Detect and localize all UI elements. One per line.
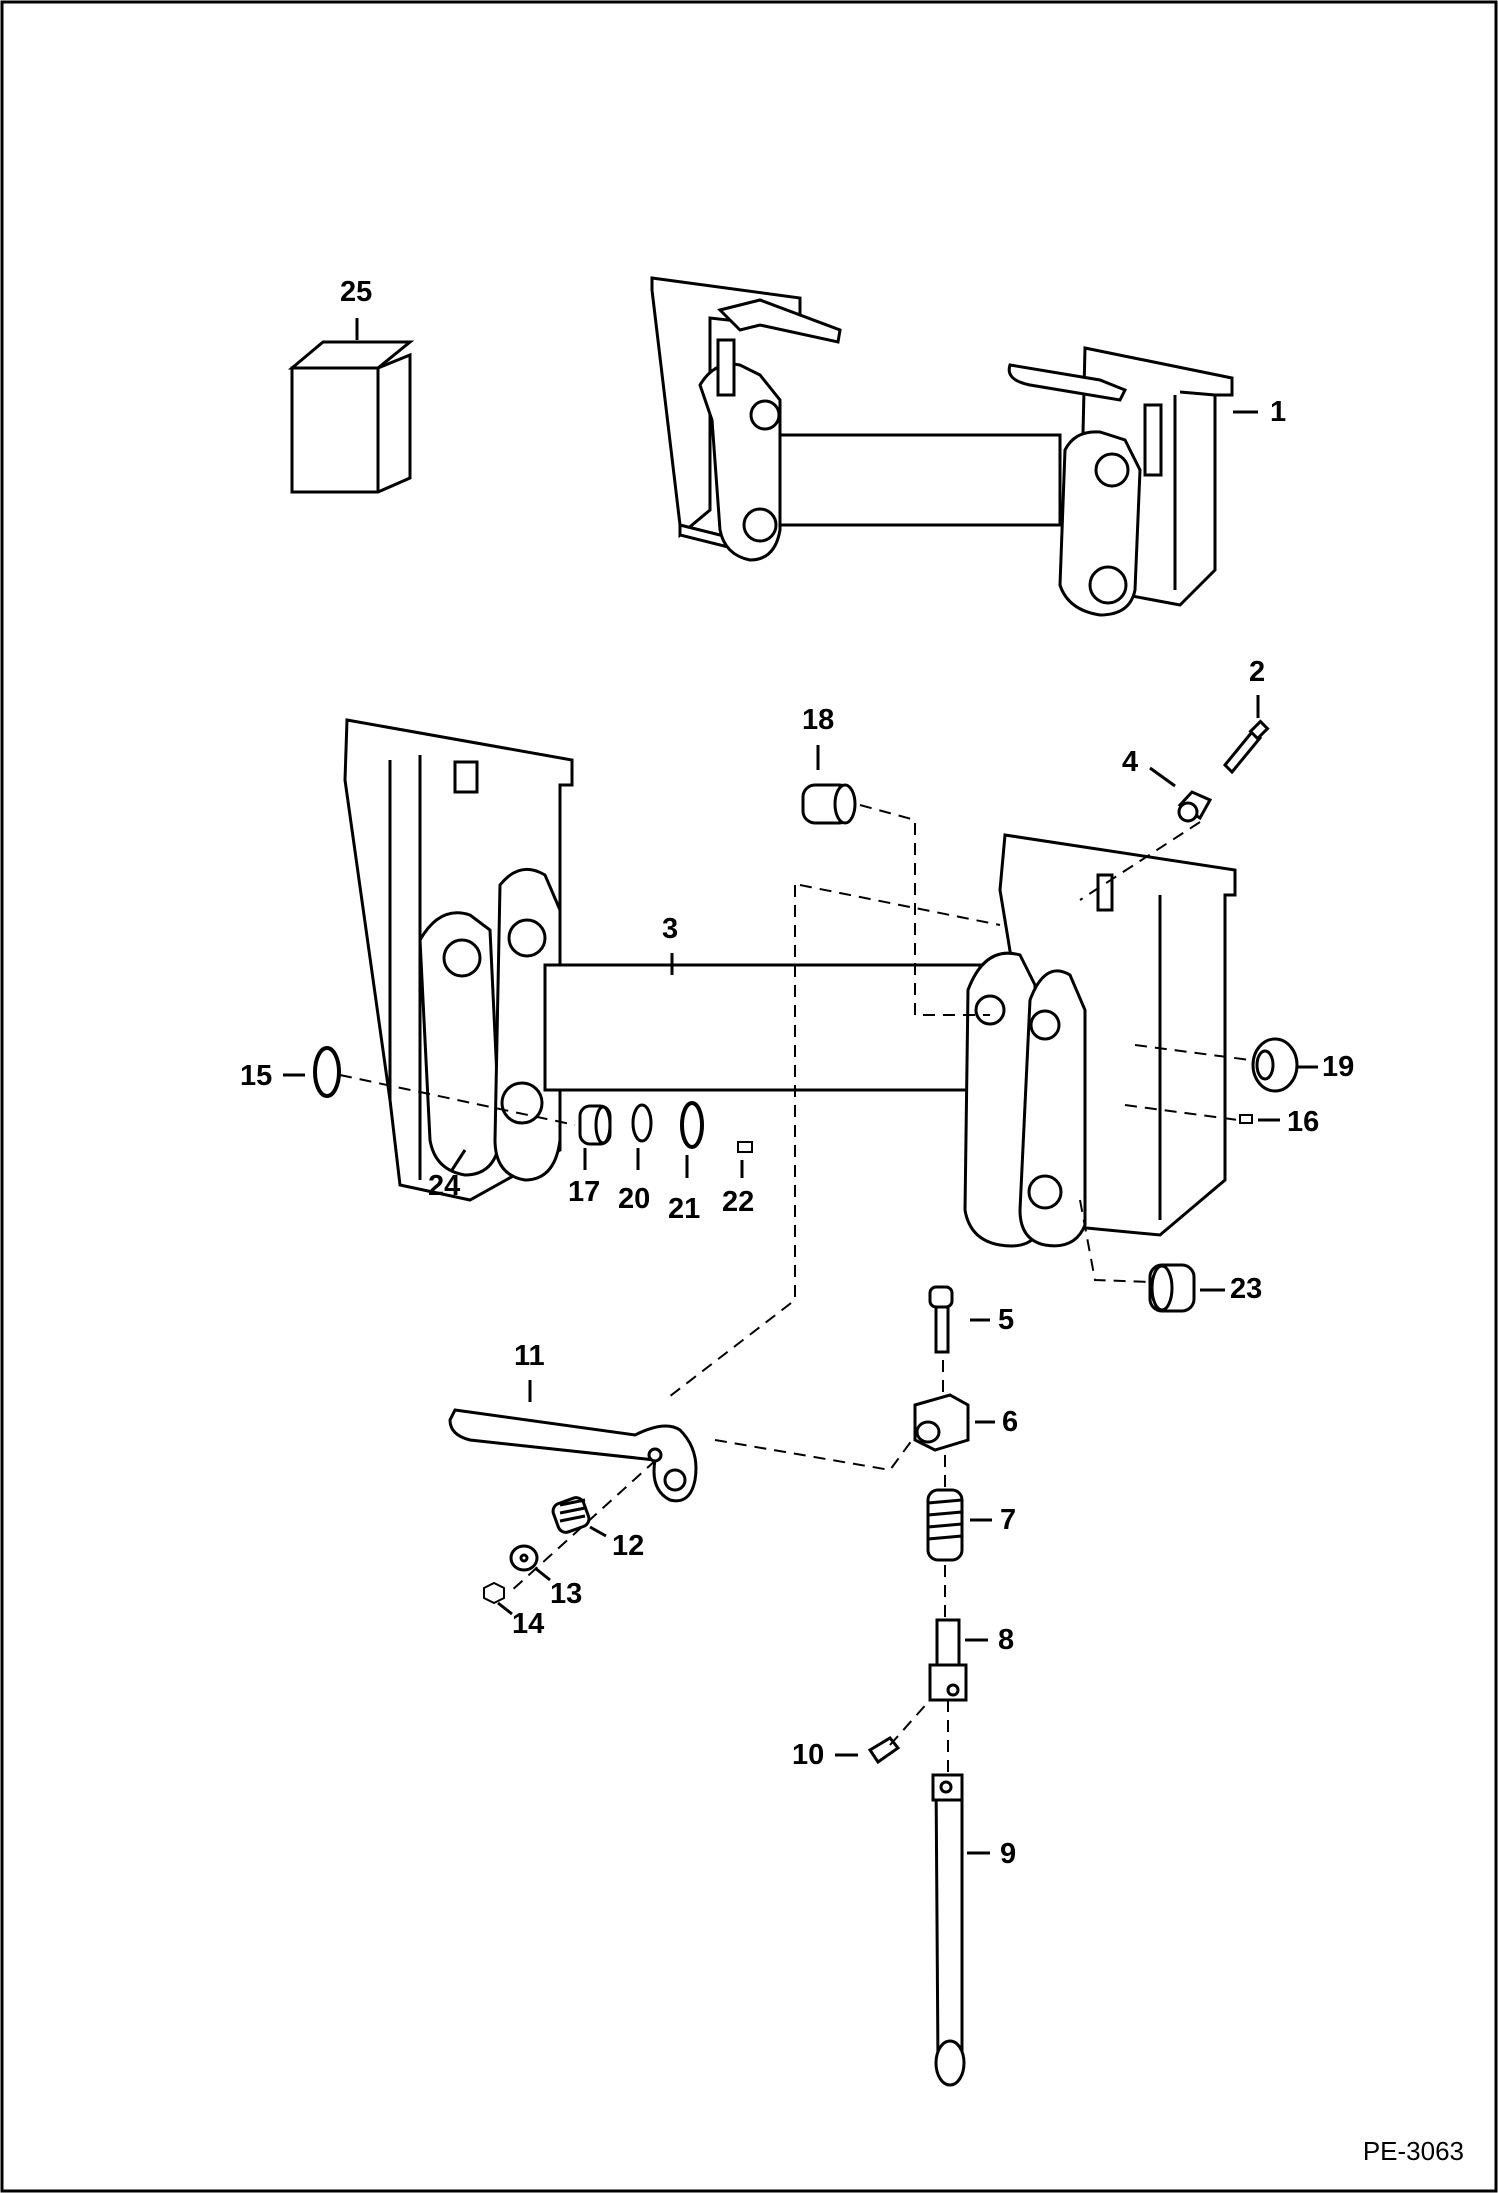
callout-19: 19 bbox=[1322, 1051, 1355, 1083]
callout-6: 6 bbox=[1002, 1406, 1019, 1438]
part-5-bolt bbox=[928, 1285, 954, 1354]
part-1-assembly bbox=[650, 276, 1234, 617]
callout-11: 11 bbox=[514, 1340, 545, 1372]
callout-17: 17 bbox=[568, 1176, 601, 1208]
leader-12 bbox=[589, 1525, 607, 1538]
callout-1: 1 bbox=[1270, 396, 1287, 428]
part-21-ring bbox=[680, 1101, 704, 1149]
callout-12: 12 bbox=[612, 1530, 645, 1562]
callout-18: 18 bbox=[802, 704, 835, 736]
part-12-spring bbox=[551, 1496, 591, 1534]
drawing-reference-number: PE-3063 bbox=[1362, 2136, 1464, 2166]
callout-25: 25 bbox=[340, 276, 373, 308]
callout-16: 16 bbox=[1287, 1106, 1320, 1138]
part-13-washer bbox=[509, 1544, 539, 1572]
callout-21: 21 bbox=[668, 1193, 701, 1225]
callout-22: 22 bbox=[722, 1186, 755, 1218]
callout-5: 5 bbox=[998, 1304, 1015, 1336]
part-23-bushing bbox=[1148, 1263, 1196, 1313]
callout-20: 20 bbox=[618, 1183, 651, 1215]
part-2-bolt bbox=[1222, 719, 1270, 775]
callout-3: 3 bbox=[662, 913, 679, 945]
callout-10: 10 bbox=[792, 1739, 825, 1771]
part-25-box bbox=[287, 340, 415, 494]
part-20-ring bbox=[631, 1103, 653, 1143]
leader-4 bbox=[1149, 766, 1176, 788]
assembly-dash-lines bbox=[339, 804, 1251, 1775]
callout-15: 15 bbox=[240, 1060, 273, 1092]
callout-9: 9 bbox=[1000, 1838, 1017, 1870]
part-3-frame bbox=[343, 718, 1237, 1248]
callout-7: 7 bbox=[1000, 1504, 1017, 1536]
part-8-sleeve bbox=[928, 1618, 968, 1702]
part-14-nut bbox=[483, 1581, 505, 1605]
part-18-bushing bbox=[801, 783, 857, 825]
part-17-bushing bbox=[578, 1104, 612, 1146]
callout-24: 24 bbox=[428, 1170, 461, 1202]
callout-2: 2 bbox=[1249, 656, 1266, 688]
callout-8: 8 bbox=[998, 1624, 1015, 1656]
callout-13: 13 bbox=[550, 1578, 583, 1610]
part-16-fitting bbox=[1239, 1114, 1253, 1124]
part-15-ring bbox=[313, 1046, 341, 1098]
part-22-fitting bbox=[737, 1141, 753, 1153]
callout-4: 4 bbox=[1122, 746, 1139, 778]
callout-23: 23 bbox=[1230, 1273, 1263, 1305]
leader-13 bbox=[534, 1566, 551, 1582]
part-11-handle bbox=[448, 1408, 698, 1503]
part-9-shaft bbox=[931, 1773, 966, 2087]
callout-14: 14 bbox=[512, 1608, 545, 1640]
leader-14 bbox=[497, 1601, 513, 1616]
leader-24 bbox=[450, 1149, 467, 1171]
part-7-spring bbox=[926, 1488, 964, 1562]
part-4-pin bbox=[1177, 790, 1213, 823]
part-6-block bbox=[913, 1393, 970, 1452]
part-19-bushing bbox=[1251, 1037, 1299, 1093]
